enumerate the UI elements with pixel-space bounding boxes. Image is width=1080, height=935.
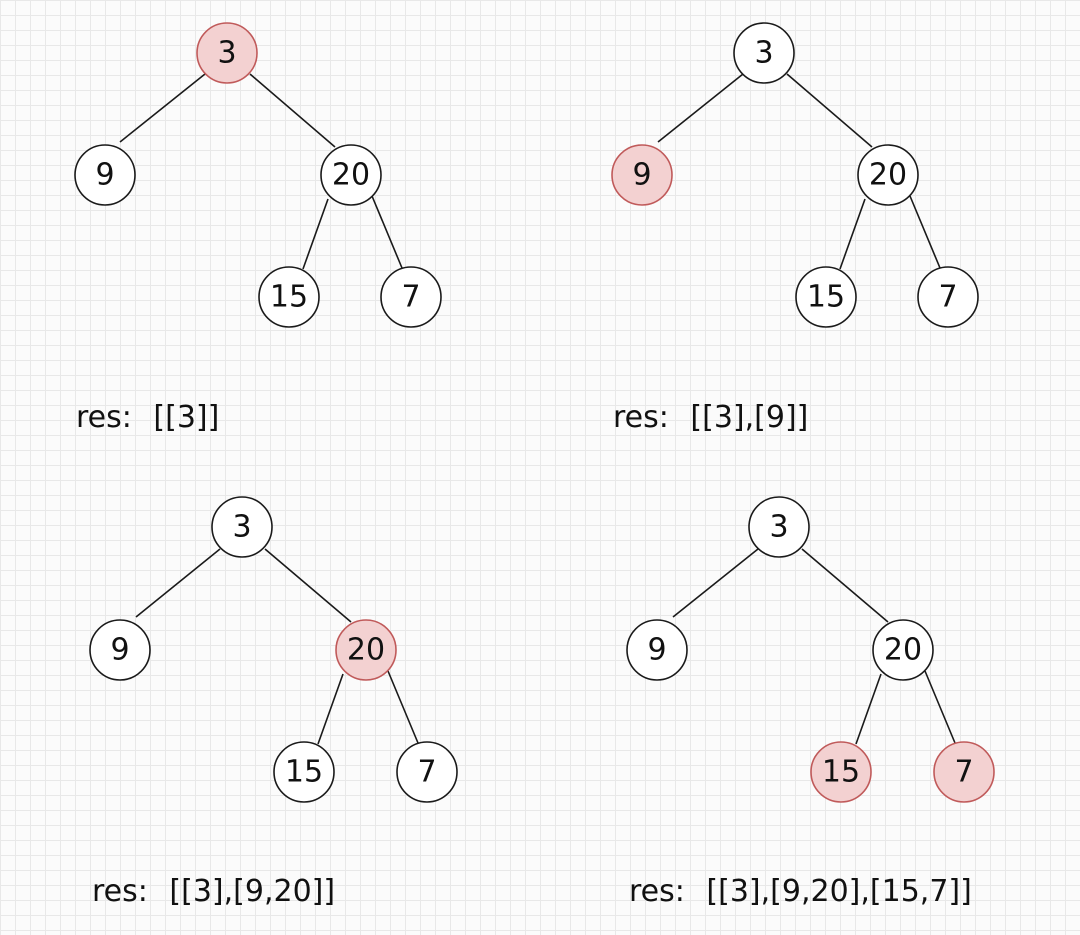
node-label: 3: [754, 36, 773, 71]
tree-node-7: 7: [380, 266, 442, 328]
tree-node-9: 9: [89, 619, 151, 681]
node-label: 20: [884, 633, 922, 668]
edge-20-7: [371, 195, 403, 269]
node-label: 15: [285, 755, 323, 790]
tree-node-20: 20: [872, 619, 934, 681]
res-line: res: [[3],[9,20]]: [92, 874, 335, 909]
edge-3-20: [249, 73, 336, 148]
res-value: [[3],[9,20],[15,7]]: [706, 874, 971, 909]
edge-3-9: [119, 73, 206, 143]
tree-node-15: 15: [795, 266, 857, 328]
edge-3-9: [672, 548, 759, 618]
node-label: 15: [807, 280, 845, 315]
node-label: 9: [110, 633, 129, 668]
tree-node-20: 20: [320, 144, 382, 206]
tree-node-7: 7: [917, 266, 979, 328]
res-line: res: [[3]]: [76, 400, 219, 435]
tree: 3 9 20 15 7: [89, 496, 458, 803]
edge-3-9: [657, 73, 744, 143]
tree-node-7: 7: [396, 741, 458, 803]
panel-1: 3 9 20 15 7 res: [[3]]: [74, 22, 442, 435]
node-label: 7: [938, 280, 957, 315]
res-value: [[3]]: [153, 400, 219, 435]
res-value: [[3],[9,20]]: [169, 874, 335, 909]
edge-20-7: [387, 670, 419, 744]
tree-node-3: 3: [211, 496, 273, 558]
edge-3-20: [264, 548, 352, 623]
node-label: 20: [869, 158, 907, 193]
tree-node-9: 9: [611, 144, 673, 206]
node-label: 15: [270, 280, 308, 315]
tree: 3 9 20 15 7: [611, 22, 979, 328]
res-line: res: [[3],[9,20],[15,7]]: [629, 874, 972, 909]
node-label: 15: [822, 755, 860, 790]
res-value: [[3],[9]]: [690, 400, 808, 435]
edge-20-7: [909, 195, 941, 269]
panel-3: 3 9 20 15 7 res: [[3],[9,20]]: [89, 496, 458, 909]
node-label: 9: [95, 158, 114, 193]
edge-20-15: [317, 673, 344, 745]
res-line: res: [[3],[9]]: [613, 400, 808, 435]
tree-node-3: 3: [196, 22, 258, 84]
edge-20-7: [924, 670, 956, 744]
panel-2: 3 9 20 15 7 res: [[3],[9]]: [611, 22, 979, 435]
node-label: 3: [232, 510, 251, 545]
tree-node-9: 9: [626, 619, 688, 681]
res-label: res:: [76, 400, 132, 435]
tree-node-3: 3: [733, 22, 795, 84]
edge-20-15: [839, 198, 866, 270]
tree-node-15: 15: [810, 741, 872, 803]
edge-3-20: [786, 73, 873, 148]
edge-3-20: [801, 548, 889, 623]
node-label: 3: [769, 510, 788, 545]
res-label: res:: [613, 400, 669, 435]
node-label: 9: [647, 633, 666, 668]
res-label: res:: [92, 874, 148, 909]
edge-3-9: [135, 548, 221, 618]
tree-node-20: 20: [335, 619, 397, 681]
node-label: 20: [332, 158, 370, 193]
tree-node-15: 15: [273, 741, 335, 803]
node-label: 7: [954, 755, 973, 790]
panel-4: 3 9 20 15 7 res: [[3],[9,20],[15,7]]: [626, 496, 995, 909]
tree-node-9: 9: [74, 144, 136, 206]
node-label: 7: [401, 280, 420, 315]
tree-node-15: 15: [258, 266, 320, 328]
node-label: 20: [347, 633, 385, 668]
node-label: 7: [417, 755, 436, 790]
tree-node-20: 20: [857, 144, 919, 206]
tree: 3 9 20 15 7: [626, 496, 995, 803]
node-label: 9: [632, 158, 651, 193]
res-label: res:: [629, 874, 685, 909]
edge-20-15: [302, 198, 329, 270]
node-label: 3: [217, 36, 236, 71]
tree-node-7: 7: [933, 741, 995, 803]
tree: 3 9 20 15 7: [74, 22, 442, 328]
tree-node-3: 3: [748, 496, 810, 558]
edge-20-15: [855, 673, 882, 745]
